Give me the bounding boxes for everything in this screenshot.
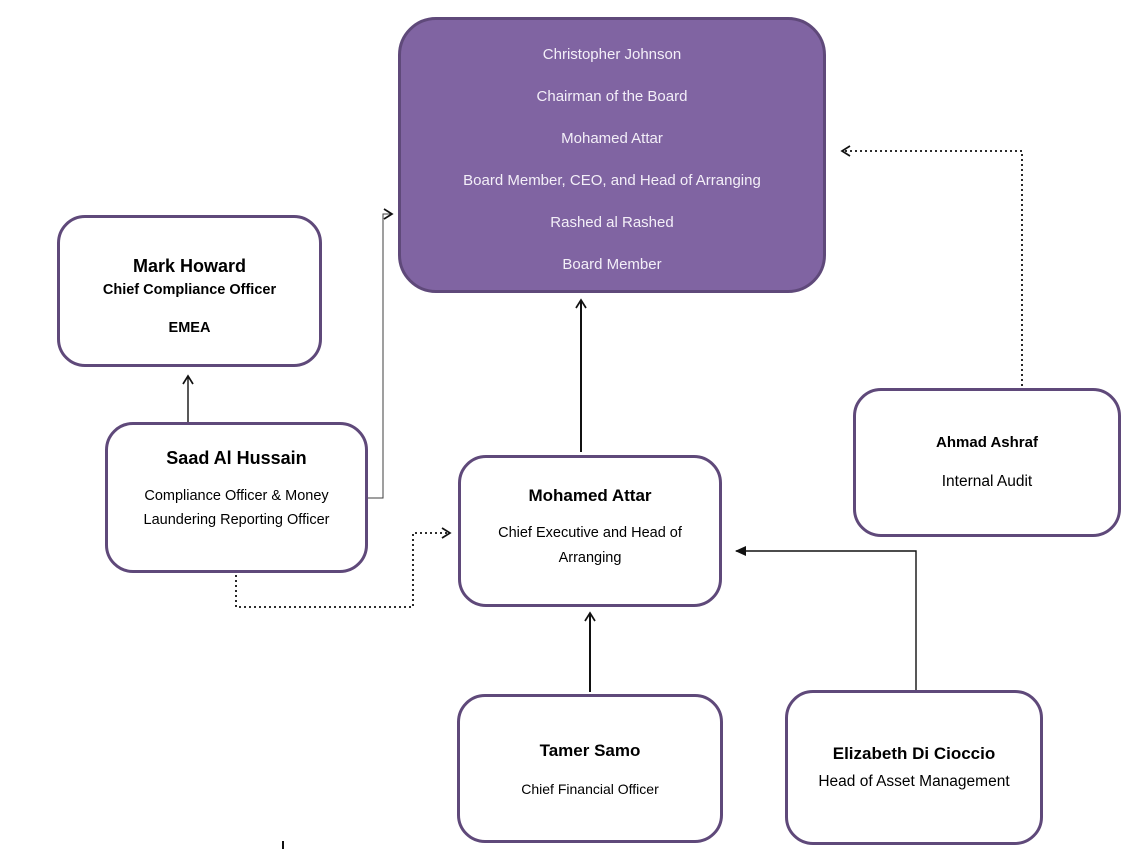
node-elizabeth-di-cioccio: Elizabeth Di Cioccio Head of Asset Manag… (785, 690, 1043, 845)
board-line-ceo-name: Mohamed Attar (561, 130, 663, 147)
person-title: Head of Asset Management (818, 773, 1010, 790)
board-line-chairman-title: Chairman of the Board (536, 88, 688, 105)
dotted-arrow-ahmad-to-board (840, 145, 1023, 386)
arrow-elizabeth-to-mohamed (735, 546, 917, 690)
node-board-of-directors: Christopher Johnson Chairman of the Boar… (398, 17, 826, 293)
line-saad-to-board (368, 208, 394, 499)
board-line-member-title: Board Member (562, 256, 662, 273)
person-name: Elizabeth Di Cioccio (832, 744, 996, 763)
person-title: Chief Financial Officer (521, 780, 659, 797)
node-mohamed-attar: Mohamed Attar Chief Executive and Head o… (458, 455, 722, 607)
board-line-chairman-name: Christopher Johnson (542, 46, 682, 63)
person-name: Mark Howard (132, 256, 247, 276)
person-name: Tamer Samo (539, 740, 641, 760)
person-title: Chief Executive and Head of Arranging (498, 525, 682, 566)
person-title: Internal Audit (941, 472, 1033, 490)
node-ahmad-ashraf: Ahmad Ashraf Internal Audit (853, 388, 1121, 537)
board-line-ceo-title: Board Member, CEO, and Head of Arranging (463, 172, 761, 189)
person-name: Mohamed Attar (528, 486, 652, 505)
person-name: Saad Al Hussain (166, 447, 307, 468)
node-tamer-samo: Tamer Samo Chief Financial Officer (457, 694, 723, 843)
person-region: EMEA (168, 320, 211, 336)
node-saad-al-hussain: Saad Al Hussain Compliance Officer & Mon… (105, 422, 368, 573)
person-title: Compliance Officer & Money Laundering Re… (143, 487, 330, 528)
person-title: Chief Compliance Officer (102, 282, 277, 298)
person-name: Ahmad Ashraf (936, 433, 1038, 451)
node-mark-howard: Mark Howard Chief Compliance Officer EME… (57, 215, 322, 367)
board-line-member-name: Rashed al Rashed (550, 214, 674, 231)
